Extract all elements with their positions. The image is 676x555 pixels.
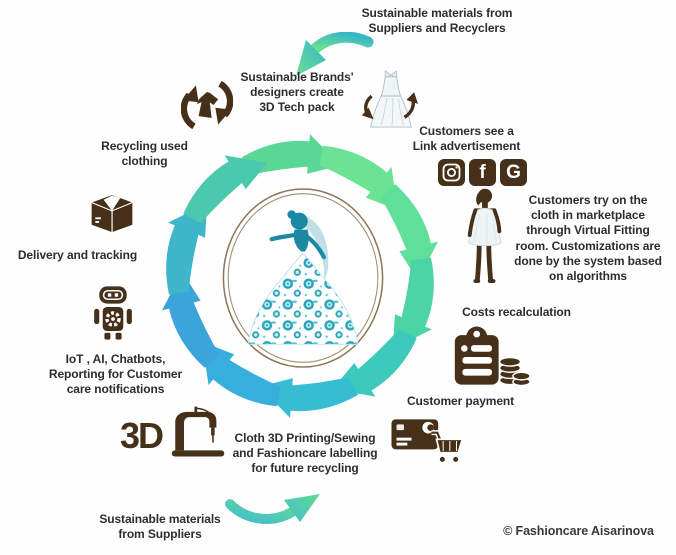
step-label-iot: IoT , AI, Chatbots, Reporting for Custom… [48, 352, 183, 397]
cart-glyph [431, 430, 464, 464]
facebook-icon: f [469, 159, 496, 186]
delivery-box-icon [91, 195, 133, 233]
step-label-brands-designers: Sustainable Brands' designers create 3D … [240, 70, 354, 115]
instagram-icon [438, 159, 465, 186]
arrow-suppliers-into-cycle [225, 494, 320, 524]
social-icons-row: f G [438, 159, 527, 186]
google-icon: G [500, 159, 527, 186]
design-sketch-icon [361, 70, 418, 128]
sewing-machine-icon [171, 406, 225, 457]
step-label-suppliers-recyclers: Sustainable materials from Suppliers and… [361, 6, 513, 36]
bride-veil [301, 215, 329, 282]
bride-illustration [222, 188, 384, 368]
coin-stack [498, 356, 531, 387]
robot-chatbot-icon [94, 286, 132, 340]
copyright-label: © Fashioncare Aisarinova [503, 524, 654, 538]
step-label-recycling-used: Recycling used clothing [101, 139, 188, 169]
google-letter: G [506, 162, 521, 183]
facebook-letter: f [479, 162, 486, 183]
bride-right-arm [304, 234, 326, 260]
bride-figure [247, 210, 359, 345]
bride-left-arm [269, 232, 300, 242]
cycle-arrow-ring [161, 134, 439, 418]
fitting-model-icon [467, 188, 502, 283]
step-label-payment: Customer payment [406, 394, 515, 408]
step-label-printing: Cloth 3D Printing/Sewing and Fashioncare… [232, 431, 378, 476]
step-label-link-ad: Customers see a Link advertisement [412, 124, 521, 154]
arrow-suppliers-to-designers [296, 32, 374, 76]
three-d-label: 3D [120, 415, 164, 456]
step-label-costs: Costs recalculation [462, 305, 571, 319]
invoice-coins-icon [454, 326, 531, 387]
recycle-clothes-icon [181, 80, 233, 130]
step-label-suppliers: Sustainable materials from Suppliers [99, 512, 221, 542]
card-cart-icon [391, 419, 464, 464]
bride-floral-gown [247, 252, 359, 345]
bride-hair-bun [287, 210, 296, 219]
step-label-virtual-fitting: Customers try on the cloth in marketplac… [514, 193, 662, 284]
cycle-arrows [161, 134, 439, 418]
step-label-delivery: Delivery and tracking [17, 248, 138, 262]
